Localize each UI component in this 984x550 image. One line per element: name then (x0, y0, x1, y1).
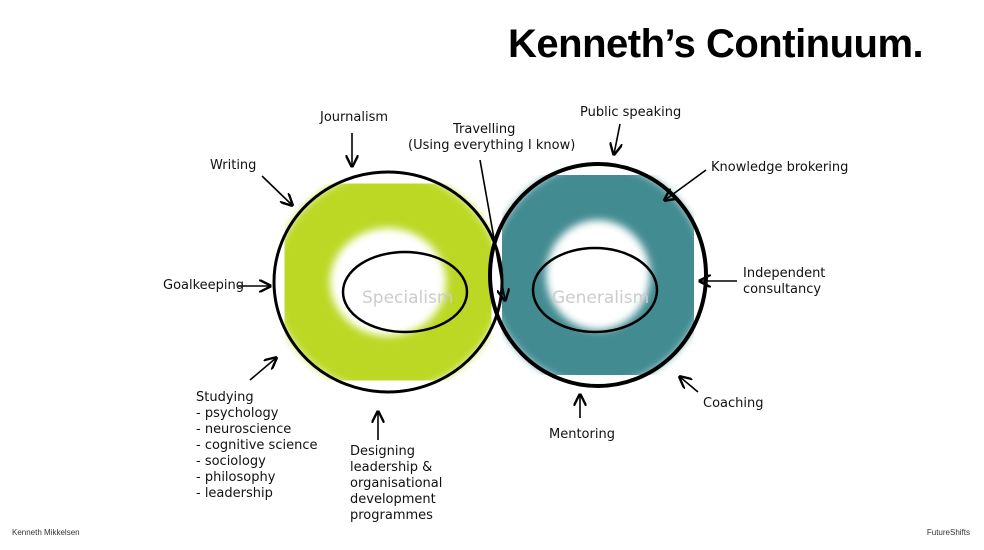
line: - philosophy (196, 470, 276, 485)
specialism-label: Specialism (362, 288, 454, 308)
line: Studying (196, 390, 254, 405)
line: Designing (350, 444, 415, 459)
label-mentoring: Mentoring (549, 427, 615, 442)
line: - neuroscience (196, 422, 292, 437)
specialism-lobe (274, 172, 502, 392)
line: organisational (350, 476, 443, 491)
label-independent-consultancy: Independent consultancy (743, 266, 825, 298)
generalism-lobe (490, 164, 706, 386)
label-knowledge-brokering: Knowledge brokering (711, 160, 849, 175)
line: leadership & (350, 460, 433, 475)
line: - leadership (196, 486, 273, 501)
label-writing: Writing (210, 158, 257, 173)
line: - sociology (196, 454, 266, 469)
label-journalism: Journalism (320, 110, 389, 125)
line: Independent (743, 266, 826, 281)
line: - cognitive science (196, 438, 318, 453)
footer-brand: FutureShifts (926, 528, 970, 537)
label-coaching: Coaching (703, 396, 764, 411)
label-travelling-sub: (Using everything I know) (408, 138, 576, 153)
label-travelling: Travelling (453, 122, 516, 137)
generalism-label: Generalism (552, 288, 650, 308)
arrows (238, 123, 737, 440)
label-studying: Studying - psychology - neuroscience - c… (196, 390, 317, 502)
label-designing: Designing leadership & organisational de… (350, 444, 442, 524)
slide-title: Kenneth’s Continuum. (508, 22, 924, 66)
generalism-inner-outline (531, 246, 659, 334)
line: - psychology (196, 406, 279, 421)
footer-author: Kenneth Mikkelsen (12, 528, 80, 537)
line: programmes (350, 508, 433, 523)
line: consultancy (743, 282, 822, 297)
line: development (350, 492, 436, 507)
specialism-inner-outline (341, 250, 469, 334)
label-goalkeeping: Goalkeeping (163, 278, 245, 293)
label-public-speaking: Public speaking (580, 105, 682, 120)
